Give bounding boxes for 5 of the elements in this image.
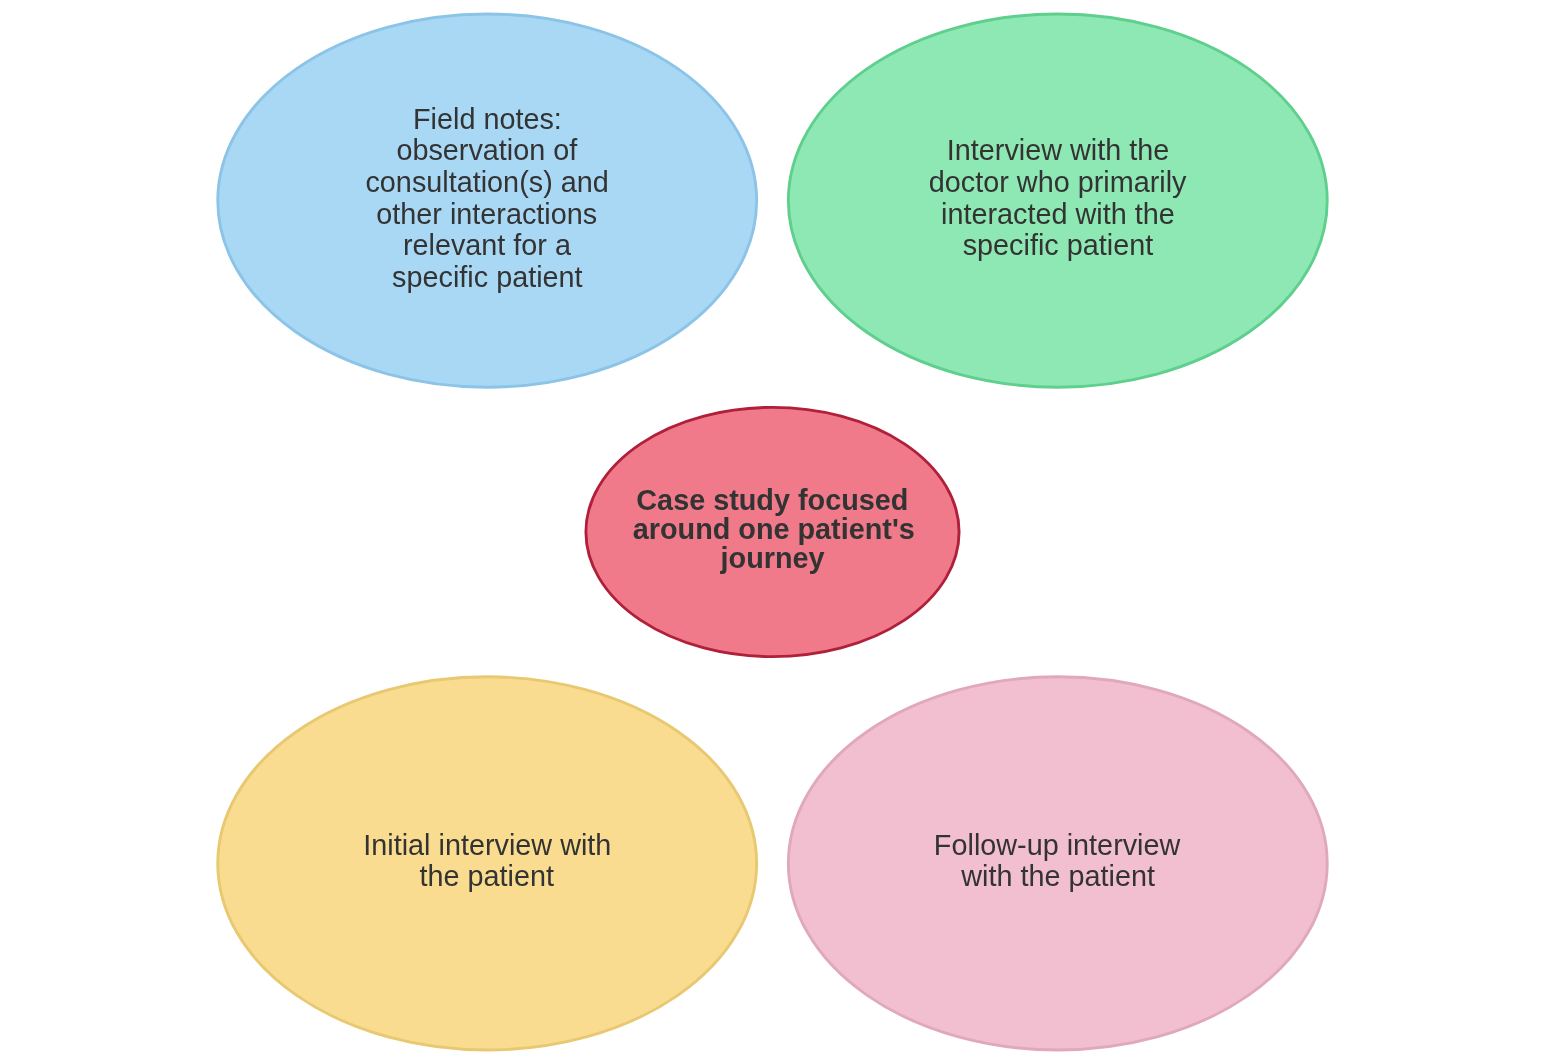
node-ellipse: Initial interview with the patient (216, 675, 759, 1052)
node-ellipse: Follow-up interview with the patient (786, 675, 1329, 1052)
node-ellipse: Case study focused around one patient's journey (584, 405, 961, 659)
node-ellipse: Field notes: observation of consultation(s) and other interactions relevant for a specific patient (216, 12, 759, 389)
node-ellipse: Interview with the doctor who primarily interacted with the specific patient (786, 12, 1329, 389)
